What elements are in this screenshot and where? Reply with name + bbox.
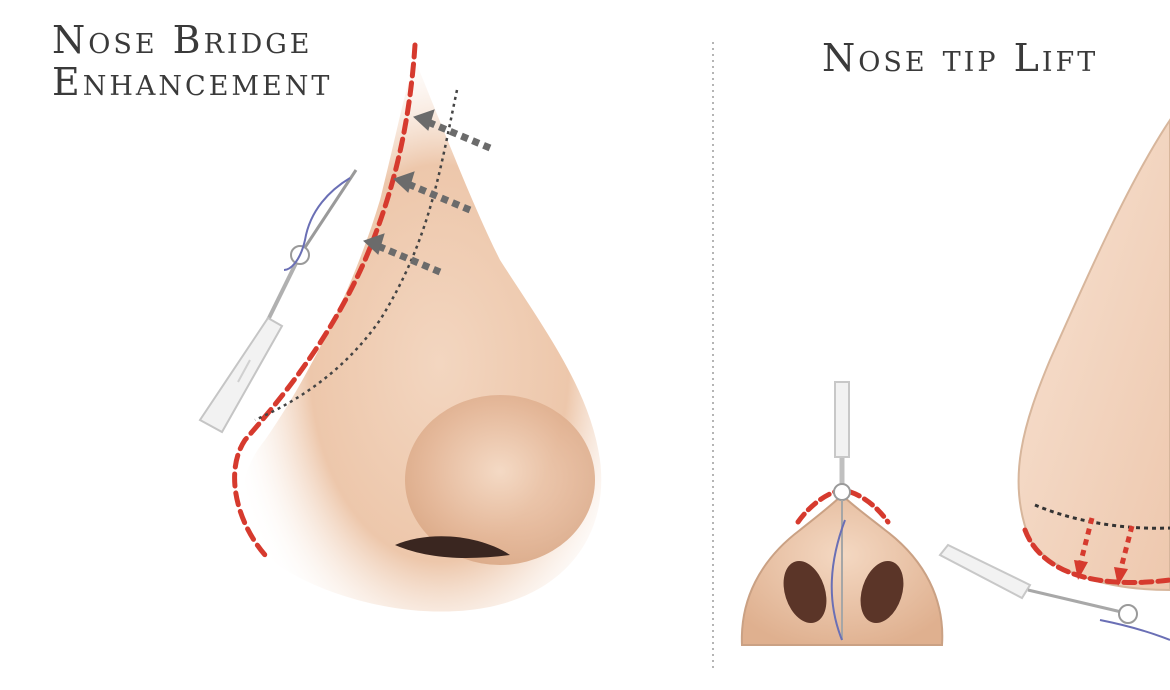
cannula-icon: [198, 169, 358, 434]
front-nose-illustration: [740, 381, 944, 646]
side-nose-tip-illustration: [1017, 118, 1170, 592]
nose-bridge-title-line-1: Nose Bridge: [52, 18, 313, 62]
direction-arrow-icon: [363, 109, 492, 276]
nose-bridge-title: Nose Bridge Enhancement: [52, 18, 333, 104]
nose-tip-title: Nose tip Lift: [822, 36, 1099, 80]
bridge-thread-line: [232, 42, 418, 558]
nose-bridge-title-line-2: Enhancement: [52, 59, 333, 104]
suture-thread-icon: [283, 177, 351, 271]
tip-cannula-icon: [938, 543, 1170, 641]
side-nose-illustration: [241, 60, 602, 612]
